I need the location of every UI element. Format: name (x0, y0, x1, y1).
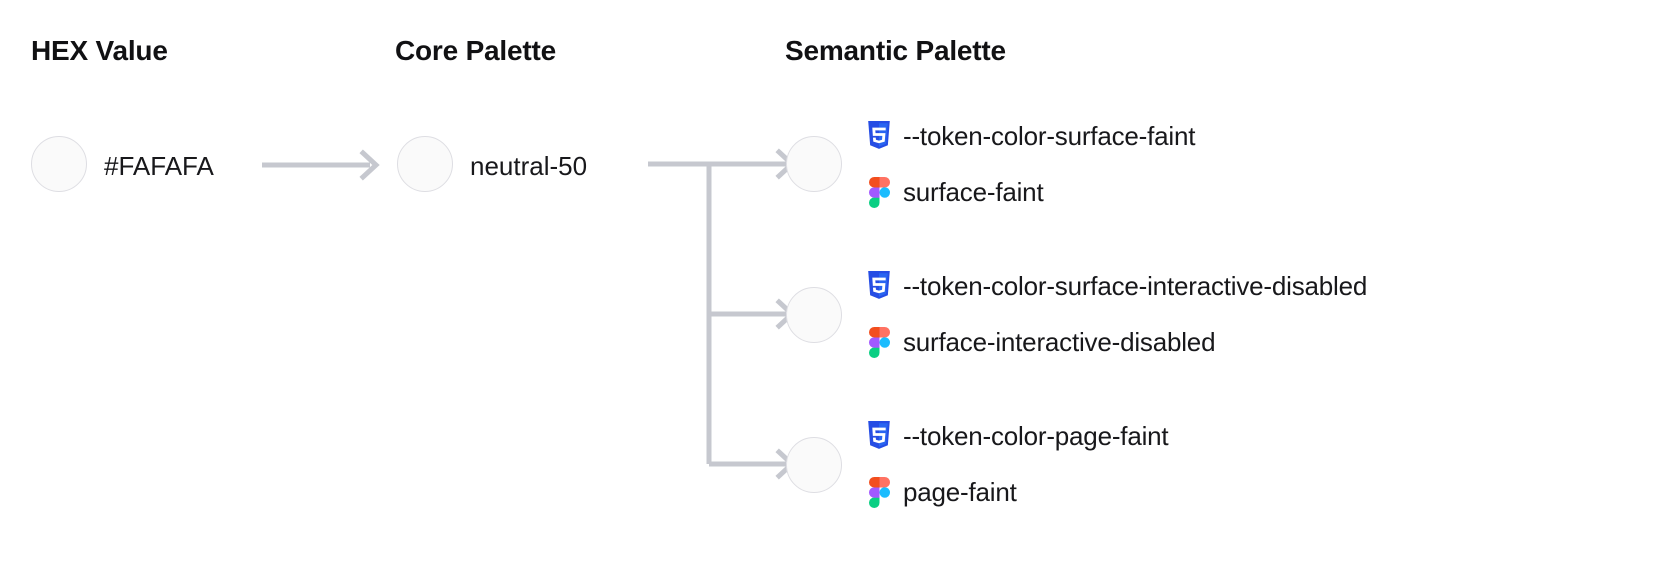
figma-icon (866, 476, 892, 508)
core-palette-value-label: neutral-50 (470, 151, 588, 181)
css3-icon (866, 121, 892, 151)
figma-icon (866, 326, 892, 358)
css3-icon (866, 271, 892, 301)
hex-color-swatch (31, 136, 87, 192)
css-token-label: --token-color-surface-interactive-disabl… (903, 271, 1368, 301)
css3-icon (866, 421, 892, 451)
figma-icon (866, 176, 892, 208)
semantic-token-row: --token-color-surface-faint surface-fain… (866, 108, 1666, 220)
core-color-swatch (397, 136, 453, 192)
semantic-token-row: --token-color-surface-interactive-disabl… (866, 258, 1666, 370)
column-title-semantic-palette: Semantic Palette (785, 35, 1006, 66)
figma-token-label: surface-faint (903, 177, 1044, 207)
css-token-line: --token-color-page-faint (866, 408, 1666, 464)
figma-token-line: surface-faint (866, 164, 1666, 220)
semantic-color-swatch (786, 287, 842, 343)
css-token-label: --token-color-page-faint (903, 421, 1169, 451)
figma-token-label: surface-interactive-disabled (903, 327, 1216, 357)
css-token-line: --token-color-surface-interactive-disabl… (866, 258, 1666, 314)
css-token-label: --token-color-surface-faint (903, 121, 1196, 151)
connector-core-to-semantic-tree (648, 148, 796, 480)
semantic-color-swatch (786, 136, 842, 192)
arrow-hex-to-core (262, 149, 380, 181)
column-title-core-palette: Core Palette (395, 35, 556, 66)
figma-token-line: surface-interactive-disabled (866, 314, 1666, 370)
semantic-token-row: --token-color-page-faint page-faint (866, 408, 1666, 520)
semantic-color-swatch (786, 437, 842, 493)
hex-value-label: #FAFAFA (104, 151, 214, 181)
figma-token-label: page-faint (903, 477, 1017, 507)
figma-token-line: page-faint (866, 464, 1666, 520)
column-title-hex-value: HEX Value (31, 35, 168, 66)
css-token-line: --token-color-surface-faint (866, 108, 1666, 164)
